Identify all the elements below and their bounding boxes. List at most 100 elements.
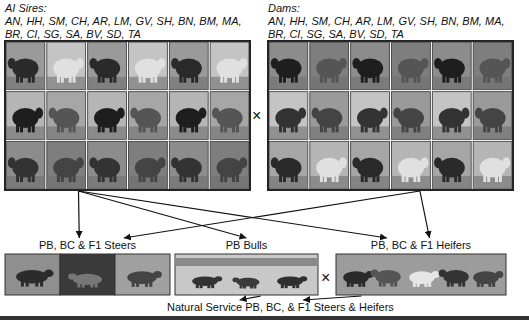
cow-leg bbox=[351, 281, 354, 286]
cattle-photo bbox=[47, 141, 86, 189]
cow-leg bbox=[69, 74, 72, 82]
cow-leg bbox=[454, 124, 457, 132]
breeding-arrow bbox=[78, 191, 80, 238]
cow-leg bbox=[283, 124, 286, 132]
cattle-photo bbox=[473, 92, 512, 140]
cow-head bbox=[502, 58, 510, 69]
cow-leg bbox=[451, 281, 454, 287]
photo-ground bbox=[432, 176, 471, 189]
photo-ground bbox=[129, 126, 168, 139]
cow-leg bbox=[362, 281, 365, 286]
cow-leg bbox=[28, 174, 31, 182]
cow-leg bbox=[196, 284, 199, 288]
cattle-photo bbox=[310, 42, 349, 90]
cattle-photo bbox=[169, 92, 208, 140]
grid-frame bbox=[5, 41, 250, 190]
cow-leg bbox=[179, 124, 182, 132]
cow-leg bbox=[142, 74, 145, 82]
cow-head bbox=[239, 157, 247, 168]
cow-leg bbox=[295, 124, 298, 132]
cow-leg bbox=[405, 74, 408, 82]
cow-leg bbox=[283, 174, 286, 182]
cow-leg bbox=[483, 174, 486, 182]
cow-head bbox=[393, 108, 401, 119]
cow-leg bbox=[402, 174, 405, 182]
cow-head bbox=[44, 270, 54, 277]
cow-head bbox=[8, 58, 16, 69]
cow-leg bbox=[499, 174, 502, 182]
cow-leg bbox=[82, 283, 85, 288]
cow-head bbox=[76, 157, 84, 168]
cow-head bbox=[462, 108, 470, 119]
cow-leg bbox=[402, 124, 405, 132]
cow-leg bbox=[21, 281, 24, 287]
cow-leg bbox=[69, 174, 72, 182]
photo-ground bbox=[392, 126, 431, 139]
cow-leg bbox=[291, 124, 294, 132]
cow-leg bbox=[446, 74, 449, 82]
cow-leg bbox=[232, 74, 235, 82]
cow-leg bbox=[191, 174, 194, 182]
cow-leg bbox=[495, 74, 498, 82]
cow-leg bbox=[183, 74, 186, 82]
cross-symbol: × bbox=[321, 270, 330, 286]
cow-leg bbox=[110, 74, 113, 82]
cattle-photo bbox=[351, 42, 390, 90]
cattle-photo bbox=[392, 141, 431, 189]
photo-ground bbox=[310, 77, 349, 90]
photo-ground bbox=[432, 77, 471, 90]
cattle-photo bbox=[432, 141, 471, 189]
cow-leg bbox=[142, 174, 145, 182]
steer-photo bbox=[5, 254, 60, 295]
photo-ground bbox=[169, 77, 208, 90]
cow-leg bbox=[332, 124, 335, 132]
cow-leg bbox=[376, 124, 379, 132]
cow-head bbox=[239, 58, 247, 69]
cow-leg bbox=[279, 74, 282, 82]
cow-head bbox=[171, 58, 179, 69]
cattle-photo bbox=[169, 42, 208, 90]
cow-head bbox=[421, 58, 429, 69]
cow-leg bbox=[373, 174, 376, 182]
cattle-photo bbox=[88, 141, 127, 189]
group-label: Natural Service PB, BC, & F1 Steers & He… bbox=[167, 301, 394, 314]
cow-leg bbox=[102, 74, 105, 82]
cow-leg bbox=[200, 284, 203, 288]
group-label: PB Bulls bbox=[175, 239, 318, 252]
cow-head bbox=[35, 108, 43, 119]
cow-leg bbox=[73, 174, 76, 182]
cow-leg bbox=[365, 74, 368, 82]
cow-leg bbox=[145, 281, 148, 286]
cow-leg bbox=[295, 174, 298, 182]
cow-leg bbox=[32, 124, 35, 132]
cow-leg bbox=[279, 124, 282, 132]
cow-leg bbox=[379, 281, 382, 287]
cow-leg bbox=[283, 74, 286, 82]
cow-leg bbox=[324, 174, 327, 182]
cow-head bbox=[271, 58, 279, 69]
cow-head bbox=[434, 58, 442, 69]
cattle-photo bbox=[351, 92, 390, 140]
bull-group: PB Bulls bbox=[175, 239, 318, 295]
cow-leg bbox=[220, 74, 223, 82]
sire-group: AI Sires:AN, HH, SM, CH, AR, LM, GV, SH,… bbox=[5, 2, 250, 190]
cow-leg bbox=[417, 174, 420, 182]
photo-panel bbox=[115, 254, 170, 295]
cow-head bbox=[8, 157, 16, 168]
cow-leg bbox=[20, 124, 23, 132]
cow-head bbox=[380, 108, 388, 119]
cow-head bbox=[130, 108, 138, 119]
group-label: Dams: bbox=[268, 2, 513, 15]
group-label: AI Sires: bbox=[5, 2, 250, 15]
photo-grid bbox=[5, 41, 250, 190]
cow-leg bbox=[26, 281, 29, 287]
cattle-photo bbox=[269, 42, 308, 90]
cattle-photo bbox=[473, 42, 512, 90]
cow-leg bbox=[183, 174, 186, 182]
cow-leg bbox=[240, 285, 243, 289]
cow-leg bbox=[405, 174, 408, 182]
photo-ground bbox=[310, 126, 349, 139]
photo-ground bbox=[210, 126, 249, 139]
